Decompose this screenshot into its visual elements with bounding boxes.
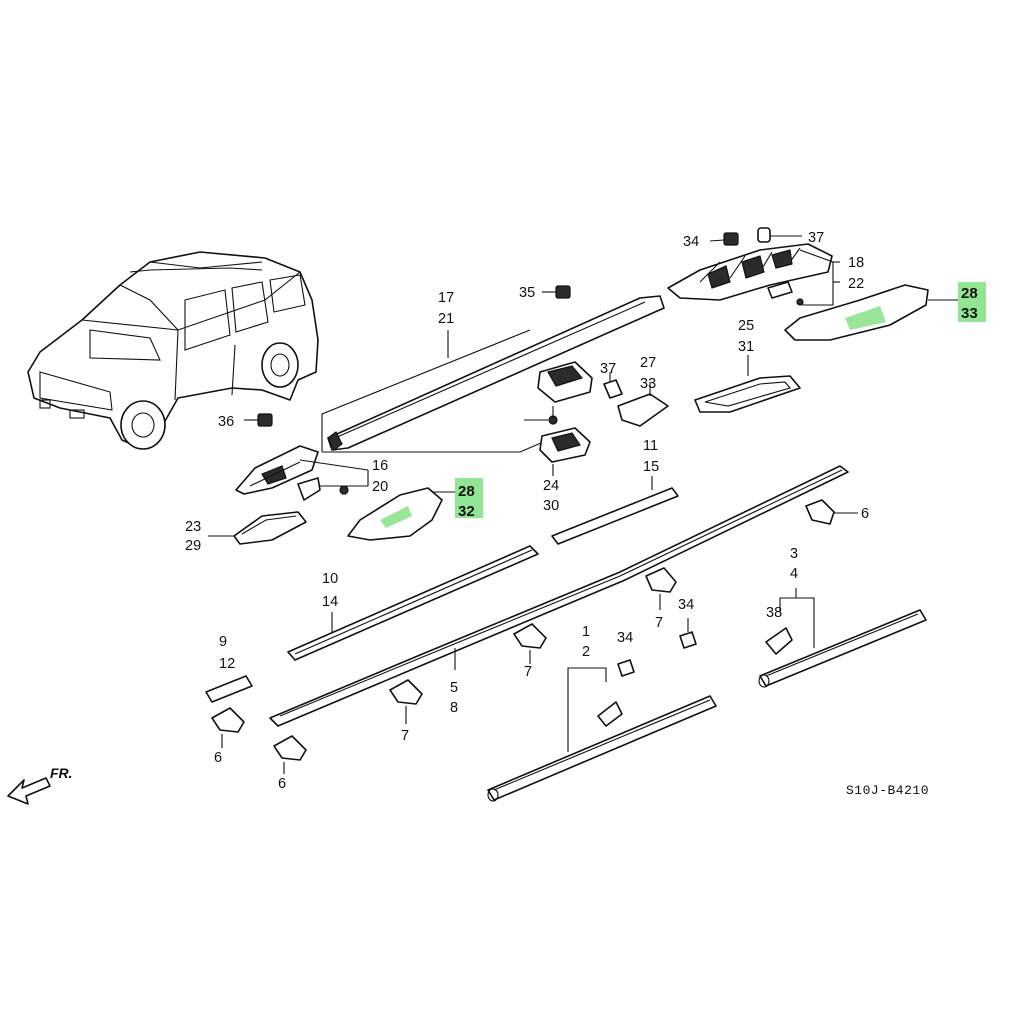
label-31: 33 <box>640 376 656 392</box>
label-6-low: 6 <box>278 776 286 792</box>
rear-base-pad-23-29 <box>694 355 801 413</box>
label-15: 16 <box>372 458 388 474</box>
label-29: 31 <box>738 339 754 355</box>
clip-18 <box>297 477 349 501</box>
highlight-marker <box>380 506 412 528</box>
callout-labels: 1 2 3 4 5 6 6 6 7 7 7 8 9 12 10 14 11 15… <box>185 230 978 792</box>
strip-10-13 <box>287 545 539 661</box>
bolt-33-b <box>617 659 635 677</box>
label-7-b: 7 <box>524 664 532 680</box>
label-19: 21 <box>438 311 454 327</box>
end-block-9-12 <box>205 675 253 703</box>
garnish-11-14 <box>551 476 679 545</box>
label-6-right: 6 <box>861 506 869 522</box>
center-mount-bracket <box>537 361 593 476</box>
clip-6-low <box>273 735 307 774</box>
diagram-code: S10J-B4210 <box>846 783 929 798</box>
label-5: 5 <box>450 680 458 696</box>
label-34-left: 36 <box>218 414 234 430</box>
label-9: 9 <box>219 634 227 650</box>
cap-35 <box>757 227 802 243</box>
label-12: 12 <box>219 656 235 672</box>
label-24: 28 <box>458 483 475 500</box>
label-37-right: 38 <box>766 605 782 621</box>
front-base-pad-21-27 <box>208 511 307 545</box>
clip-37-left <box>597 701 623 727</box>
clip-small-20 <box>767 281 804 306</box>
lower-rail-3-4 <box>758 609 927 688</box>
cap-25-31 <box>617 382 669 427</box>
front-direction-label: FR. <box>50 765 73 781</box>
label-7-a: 7 <box>655 615 663 631</box>
nut-34-mid <box>542 285 571 299</box>
roof-rail-upper-16-19 <box>327 295 665 451</box>
vehicle-illustration <box>27 251 319 450</box>
label-14: 15 <box>643 459 659 475</box>
roof-rail-rear-bracket <box>667 243 833 301</box>
label-8: 8 <box>450 700 458 716</box>
highlight-marker <box>845 306 886 330</box>
label-30: 32 <box>458 503 475 520</box>
clip-6-mid <box>211 707 245 748</box>
label-16: 17 <box>438 290 454 306</box>
label-7-c: 7 <box>401 728 409 744</box>
label-20: 22 <box>848 276 864 292</box>
lower-rail-1-2 <box>487 695 717 802</box>
front-bracket-15-18 <box>235 445 319 495</box>
label-34-top: 34 <box>683 234 699 250</box>
highlight-box-28-32 <box>958 282 986 322</box>
label-33-b: 34 <box>617 630 633 646</box>
label-11: 11 <box>643 438 658 454</box>
label-17: 18 <box>848 255 864 271</box>
label-10: 10 <box>322 571 338 587</box>
side-rail-long-5-8 <box>269 465 849 727</box>
label-22: 24 <box>543 478 559 494</box>
label-21: 23 <box>185 519 201 535</box>
clip-7-b <box>513 623 547 664</box>
clip-37-right <box>765 627 793 655</box>
label-33-a: 34 <box>678 597 694 613</box>
label-18: 20 <box>372 479 388 495</box>
clip-36 <box>603 372 623 399</box>
label-4: 4 <box>790 566 798 582</box>
label-35: 37 <box>808 230 824 246</box>
label-25: 27 <box>640 355 656 371</box>
clip-7-c <box>389 679 423 724</box>
label-28-mid: 30 <box>543 498 559 514</box>
label-3: 3 <box>790 546 798 562</box>
nut-34-top <box>709 232 739 246</box>
front-direction-arrow-icon <box>7 777 51 805</box>
bolt-33-a <box>679 618 697 649</box>
label-23: 25 <box>738 318 754 334</box>
label-6-mid: 6 <box>214 750 222 766</box>
label-27: 29 <box>185 538 201 554</box>
label-2: 2 <box>582 644 590 660</box>
label-34-mid: 35 <box>519 285 535 301</box>
label-28-top: 28 <box>961 285 978 302</box>
label-13: 14 <box>322 594 338 610</box>
nut-34-left <box>244 413 273 427</box>
highlight-box-24-30 <box>455 478 483 518</box>
clip-7-a <box>645 567 677 610</box>
label-32: 33 <box>961 305 978 322</box>
rear-end-cover-28-32 <box>784 284 958 341</box>
label-1: 1 <box>582 624 590 640</box>
front-end-cover-24-30 <box>347 487 456 541</box>
clip-6-right <box>805 499 858 525</box>
label-36: 37 <box>600 361 616 377</box>
